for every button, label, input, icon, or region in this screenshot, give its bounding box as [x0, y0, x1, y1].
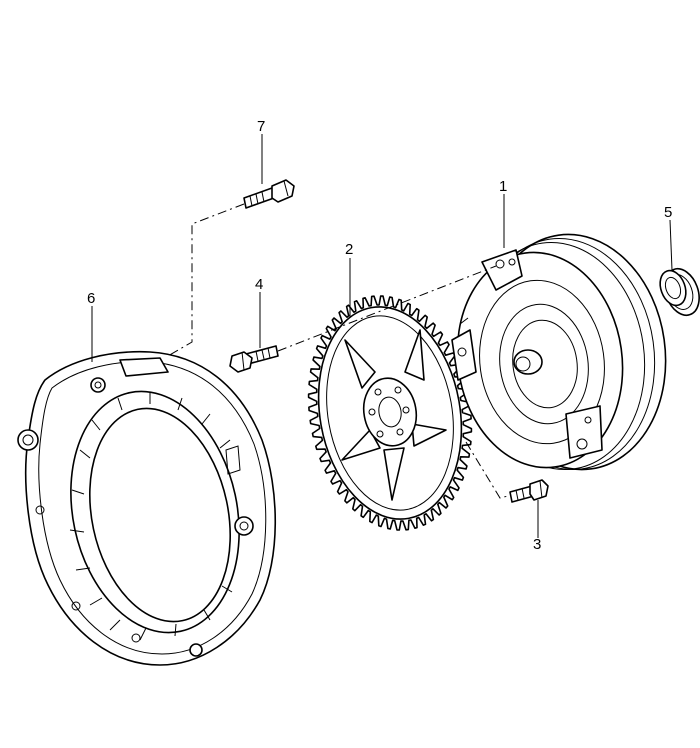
callout-1: 1: [499, 178, 508, 195]
callout-4: 4: [255, 276, 264, 293]
leader-line: [91, 134, 673, 538]
bolt-icon: [509, 479, 549, 503]
callout-7: 7: [257, 118, 266, 135]
torque-converter-icon: [451, 233, 667, 471]
bolt-icon: [243, 179, 295, 209]
flex-plate-ring-gear-icon: [307, 295, 473, 531]
callout-3: 3: [533, 536, 542, 553]
callout-5: 5: [664, 204, 673, 221]
seal-ring-icon: [659, 267, 700, 317]
callout-6: 6: [87, 290, 96, 307]
assembly-line: [167, 203, 509, 499]
bolt-icon: [229, 345, 279, 373]
callout-2: 2: [345, 241, 354, 258]
transmission-housing-icon: [17, 350, 277, 666]
